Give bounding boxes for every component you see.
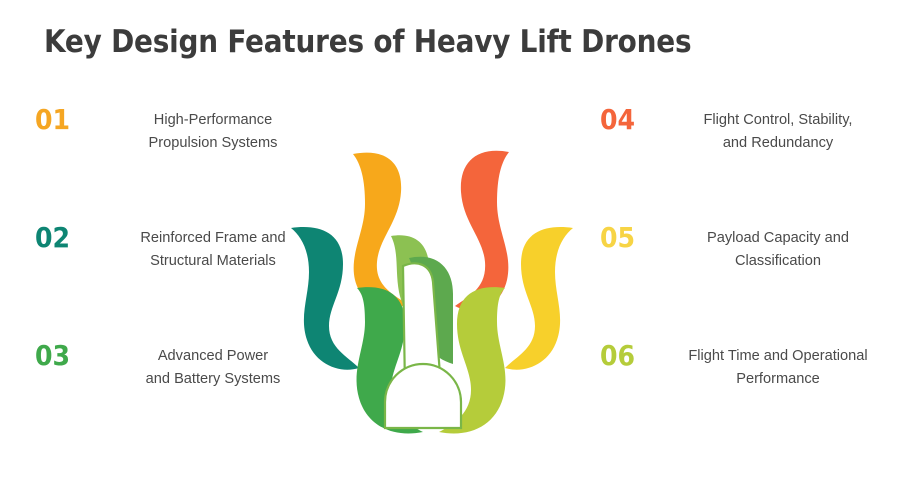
feature-item-05[interactable]: 05 Payload Capacity and Classification [600, 223, 900, 341]
feature-label-01-line1: High-Performance [153, 112, 273, 128]
feature-label-02: Reinforced Frame and Structural Material… [81, 223, 345, 273]
feature-label-03: Advanced Power and Battery Systems [81, 341, 345, 391]
central-illustration [281, 140, 581, 440]
feature-label-04-line2: and Redundancy [722, 135, 834, 151]
feature-label-05: Payload Capacity and Classification [646, 223, 900, 273]
leaf-teal-outer-left-icon [291, 227, 359, 370]
feature-label-05-line1: Payload Capacity and [707, 230, 849, 246]
feature-number-01: 01 [35, 103, 71, 136]
feature-item-04[interactable]: 04 Flight Control, Stability, and Redund… [600, 105, 900, 223]
feature-label-04-line1: Flight Control, Stability, [703, 112, 853, 128]
feature-number-06: 06 [600, 339, 636, 372]
feature-label-05-line2: Classification [735, 253, 821, 269]
feature-label-03-line2: and Battery Systems [145, 371, 281, 387]
feature-label-06: Flight Time and Operational Performance [646, 341, 900, 391]
feature-label-02-line2: Structural Materials [150, 253, 276, 269]
feature-label-03-line1: Advanced Power [157, 348, 269, 364]
left-feature-column: 01 High-Performance Propulsion Systems 0… [35, 105, 345, 459]
feature-number-05: 05 [600, 221, 636, 254]
feature-item-01[interactable]: 01 High-Performance Propulsion Systems [35, 105, 345, 223]
feature-label-01: High-Performance Propulsion Systems [81, 105, 345, 155]
vase-dome-base-icon [383, 362, 463, 430]
feature-number-03: 03 [35, 339, 71, 372]
feature-number-04: 04 [600, 103, 636, 136]
feature-item-06[interactable]: 06 Flight Time and Operational Performan… [600, 341, 900, 459]
feature-label-06-line1: Flight Time and Operational [688, 348, 868, 364]
page-title: Key Design Features of Heavy Lift Drones [44, 24, 692, 60]
feature-label-04: Flight Control, Stability, and Redundanc… [646, 105, 900, 155]
leaf-orange-left-icon [353, 152, 407, 309]
leaf-yellow-outer-right-icon [505, 227, 573, 370]
feature-label-01-line2: Propulsion Systems [148, 135, 278, 151]
feature-number-02: 02 [35, 221, 71, 254]
leaf-green-inner-left-icon [356, 287, 423, 434]
feature-item-03[interactable]: 03 Advanced Power and Battery Systems [35, 341, 345, 459]
leaf-lime-inner-right-icon [439, 287, 506, 434]
feature-label-02-line1: Reinforced Frame and [140, 230, 286, 246]
right-feature-column: 04 Flight Control, Stability, and Redund… [600, 105, 900, 459]
leaf-coral-right-icon [455, 150, 509, 311]
feature-label-06-line2: Performance [736, 371, 820, 387]
feature-item-02[interactable]: 02 Reinforced Frame and Structural Mater… [35, 223, 345, 341]
